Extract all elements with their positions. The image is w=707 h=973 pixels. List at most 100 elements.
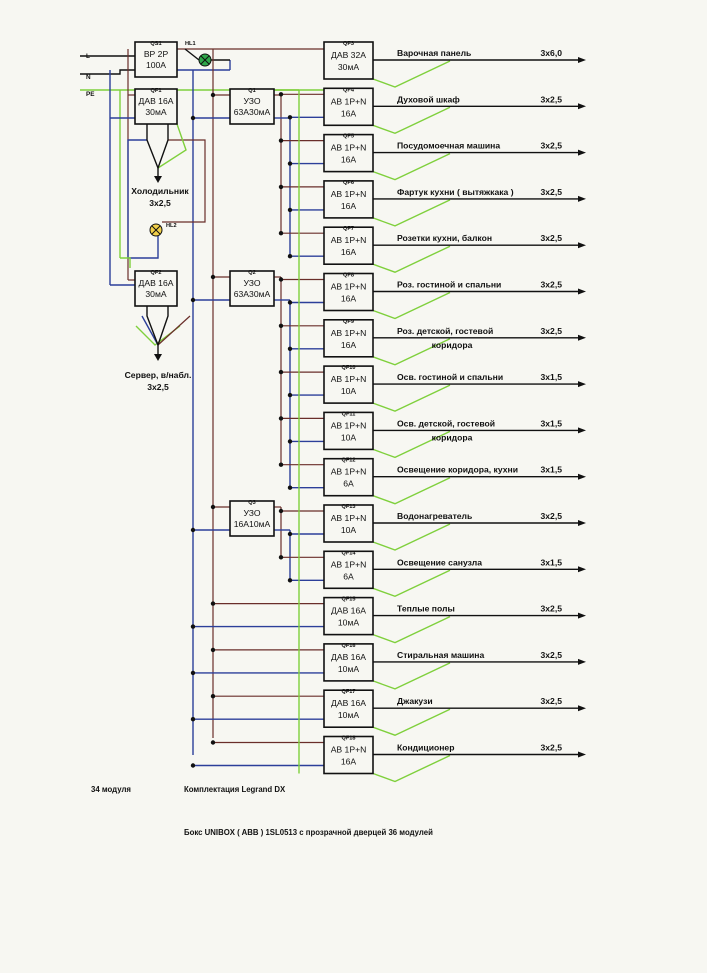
breaker-qf7: QF7 АВ 1Р+N 16А bbox=[323, 226, 374, 265]
breaker-rating-1: АВ 1Р+N bbox=[331, 420, 367, 430]
load-label: Осв. гостиной и спальни bbox=[397, 372, 503, 382]
earth-lead bbox=[372, 199, 451, 227]
breaker-tag: QF5 bbox=[343, 134, 354, 140]
breaker-rating-2: 16А bbox=[341, 294, 357, 304]
input-l-label: L bbox=[86, 53, 90, 60]
breaker-qf2: QF2 ДАВ 16А 30мА bbox=[134, 270, 178, 307]
load-label-line-2: коридора bbox=[432, 432, 473, 442]
breaker-rating-2: 10А bbox=[341, 525, 357, 535]
cable-spec: 3x1,5 bbox=[540, 557, 562, 567]
earth-lead bbox=[372, 615, 451, 644]
wires-layer bbox=[80, 48, 451, 783]
breaker-rating-2: 16А bbox=[341, 340, 357, 350]
breaker-rating-1: ДАВ 32А bbox=[331, 50, 366, 60]
q3-line-1: УЗО bbox=[243, 508, 260, 518]
arrow-head-icon bbox=[578, 149, 586, 156]
breaker-rating-1: АВ 1Р+N bbox=[331, 189, 367, 199]
earth-lead bbox=[372, 245, 451, 273]
arrow-head-icon bbox=[578, 705, 586, 712]
earth-lead bbox=[372, 662, 451, 690]
arrow-head-icon bbox=[578, 242, 586, 249]
breaker-rating-2: 6А bbox=[343, 571, 354, 581]
breaker-tag: QF7 bbox=[343, 226, 354, 232]
breaker-rating-2: 16А bbox=[341, 247, 357, 257]
cable-spec: 3x2,5 bbox=[540, 696, 562, 706]
breaker-tag: QF6 bbox=[343, 180, 354, 186]
load-label: Варочная панель bbox=[397, 48, 471, 58]
qf1-line-2: 30мА bbox=[145, 107, 166, 117]
breaker-rating-1: ДАВ 16А bbox=[331, 606, 366, 616]
q2-tag: Q2 bbox=[248, 270, 255, 276]
arrow-head-icon bbox=[578, 658, 586, 665]
load-label: Розетки кухни, балкон bbox=[397, 233, 492, 243]
earth-lead bbox=[372, 106, 451, 135]
cable-spec: 3x2,5 bbox=[540, 233, 562, 243]
q3-tag: Q3 bbox=[248, 500, 255, 506]
breaker-rating-2: 6А bbox=[343, 479, 354, 489]
arrow-head-icon bbox=[578, 427, 586, 434]
enclosure-name: Бокс UNIBOX ( ABB ) 1SL0513 с прозрачной… bbox=[184, 828, 433, 837]
input-pe-label: PE bbox=[86, 91, 95, 98]
arrow-head-icon bbox=[578, 473, 586, 480]
load-label: Роз. гостиной и спальни bbox=[397, 280, 501, 290]
q3-line-2: 16А10мА bbox=[234, 519, 271, 529]
earth-lead bbox=[372, 291, 451, 320]
qf1-line-1: ДАВ 16А bbox=[139, 96, 174, 106]
breaker-rating-1: АВ 1Р+N bbox=[331, 235, 367, 245]
server-cable: 3x2,5 bbox=[147, 382, 169, 392]
arrow-head-icon bbox=[578, 288, 586, 295]
hl1-label: HL1 bbox=[185, 41, 196, 47]
breaker-tag: QF10 bbox=[342, 365, 356, 371]
qs1-line-2: 100А bbox=[146, 60, 166, 70]
breaker-rating-1: ДАВ 16А bbox=[331, 698, 366, 708]
qs1-line-1: ВР 2Р bbox=[144, 49, 169, 59]
breaker-rating-2: 16А bbox=[341, 108, 357, 118]
arrow-head-icon bbox=[578, 195, 586, 202]
arrow-head-icon bbox=[578, 520, 586, 526]
qf1-tag: QF1 bbox=[151, 88, 162, 94]
arrow-head-icon bbox=[578, 612, 586, 619]
q1-line-2: 63А30мА bbox=[234, 107, 271, 117]
earth-lead bbox=[372, 754, 451, 783]
load-label: Осв. детской, гостевой bbox=[397, 418, 495, 428]
load-label: Кондиционер bbox=[397, 743, 454, 753]
fridge-cable: 3x2,5 bbox=[149, 198, 171, 208]
load-label-line-2: коридора bbox=[432, 340, 473, 350]
qf2-tag: QF2 bbox=[151, 270, 162, 276]
earth-lead bbox=[372, 477, 451, 505]
breaker-rating-2: 10мА bbox=[338, 618, 359, 628]
load-label: Посудомоечная машина bbox=[397, 141, 500, 151]
breaker-tag: QF3 bbox=[343, 41, 354, 47]
breaker-rating-1: АВ 1Р+N bbox=[331, 328, 367, 338]
breaker-tag: QF14 bbox=[342, 550, 357, 556]
earth-lead bbox=[372, 152, 451, 181]
indicator-lamp-hl1-icon bbox=[198, 53, 212, 67]
rcd-q1: Q1 УЗО 63А30мА bbox=[229, 88, 275, 125]
breaker-tag: QF17 bbox=[342, 689, 356, 695]
cable-spec: 3x2,5 bbox=[540, 280, 562, 290]
cable-spec: 3x1,5 bbox=[540, 372, 562, 382]
breaker-rating-2: 10А bbox=[341, 386, 357, 396]
input-n-label: N bbox=[86, 74, 91, 81]
load-label: Духовой шкаф bbox=[397, 94, 460, 104]
cable-spec: 3x2,5 bbox=[540, 187, 562, 197]
breaker-rating-1: АВ 1Р+N bbox=[331, 282, 367, 292]
arrow-head-icon bbox=[578, 751, 586, 758]
cable-spec: 3x2,5 bbox=[540, 94, 562, 104]
cable-spec: 3x2,5 bbox=[540, 141, 562, 151]
load-label: Фартук кухни ( вытяжкака ) bbox=[397, 187, 514, 197]
arrow-head-icon bbox=[578, 103, 586, 110]
breaker-tag: QF9 bbox=[343, 319, 354, 325]
